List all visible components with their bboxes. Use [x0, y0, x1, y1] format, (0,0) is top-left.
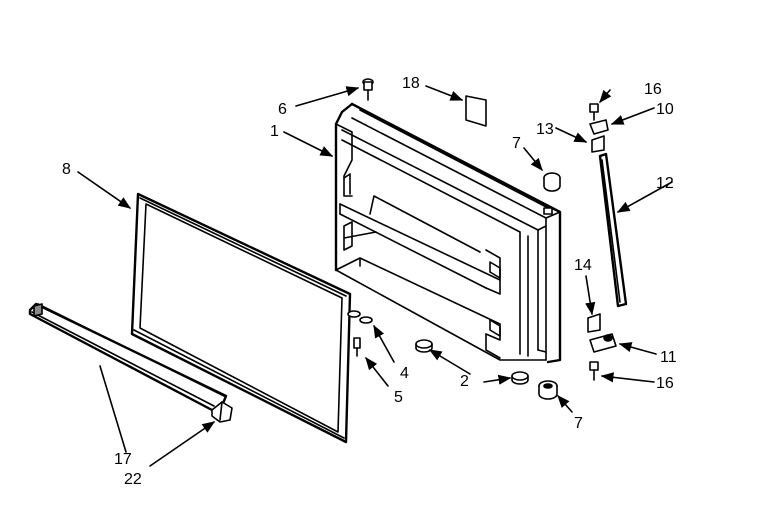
- callout-16-top: 16: [644, 81, 662, 98]
- screw-6: [362, 78, 374, 101]
- callout-13: 13: [536, 121, 554, 138]
- callout-5: 5: [394, 389, 403, 406]
- callout-7-top: 7: [512, 135, 521, 152]
- callout-11: 11: [660, 349, 677, 366]
- door-liner: [334, 102, 562, 364]
- callout-7-bottom: 7: [574, 415, 583, 432]
- callout-2: 2: [460, 373, 469, 390]
- callout-14: 14: [574, 257, 592, 274]
- callout-4: 4: [400, 365, 409, 382]
- door-gasket: [130, 192, 352, 444]
- top-hinge: [589, 103, 609, 153]
- screw-5: [353, 337, 361, 357]
- callout-16-bottom: 16: [656, 375, 674, 392]
- callout-22: 22: [124, 471, 142, 488]
- callout-1: 1: [270, 123, 279, 140]
- hinge-bar-12: [598, 152, 628, 308]
- callout-6: 6: [278, 101, 287, 118]
- bottom-hinge: [587, 313, 617, 381]
- callout-12: 12: [656, 175, 674, 192]
- clip-4: [347, 310, 373, 324]
- label-18: [465, 95, 487, 127]
- leader-lines: [77, 85, 673, 467]
- callout-17: 17: [114, 451, 132, 468]
- washers-2: [415, 339, 529, 385]
- bushing-7-bottom: [538, 380, 558, 400]
- plug-7-top: [543, 172, 561, 192]
- callout-18: 18: [402, 75, 420, 92]
- callout-8: 8: [62, 161, 71, 178]
- callout-10: 10: [656, 101, 674, 118]
- callouts: 1 2 4 5 6 7 7 8 10 11 12 13 14 16 16 17 …: [62, 75, 677, 488]
- end-cap: [211, 401, 233, 423]
